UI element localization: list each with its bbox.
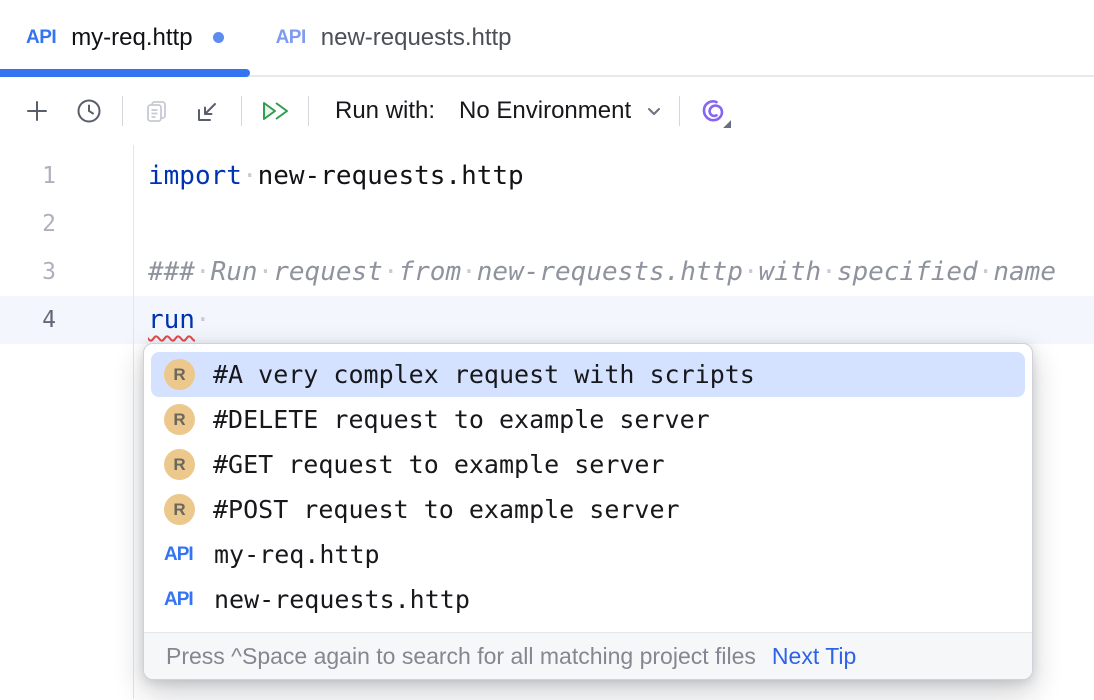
line-number: 2: [42, 211, 56, 237]
api-file-icon: API: [275, 26, 307, 48]
comment-text: with: [758, 257, 822, 287]
import-arrow-icon: [198, 103, 216, 121]
whitespace-dot: ·: [241, 161, 258, 191]
code-text: ###·Run·request·from·new-requests.http·w…: [148, 257, 1056, 287]
gutter-separator: [133, 145, 134, 699]
completion-footer: Press ^Space again to search for all mat…: [144, 632, 1032, 679]
tab-my-req-http[interactable]: API my-req.http: [0, 0, 250, 77]
toolbar-divider: [679, 96, 681, 126]
api-file-icon: API: [164, 543, 194, 565]
completion-item-label: #GET request to example server: [213, 450, 665, 479]
completion-item[interactable]: API my-req.http: [151, 532, 1025, 577]
modified-indicator-icon: [212, 32, 224, 43]
keyword-text: import: [148, 161, 242, 191]
line-number: 4: [42, 307, 56, 333]
completion-item-label: new-requests.http: [214, 585, 470, 614]
tab-title: new-requests.http: [320, 23, 512, 51]
history-button[interactable]: [70, 92, 108, 130]
run-all-requests-button[interactable]: [256, 92, 294, 130]
tab-new-requests-http[interactable]: API new-requests.http: [250, 0, 538, 75]
whitespace-dot: ·: [194, 305, 211, 335]
completion-item-label: #DELETE request to example server: [213, 405, 710, 434]
comment-text: request: [273, 257, 383, 287]
request-badge-icon: R: [164, 449, 195, 480]
code-text: run·: [148, 305, 211, 335]
next-tip-link[interactable]: Next Tip: [771, 642, 857, 669]
run-all-icon: [263, 102, 288, 120]
whitespace-dot: ·: [977, 257, 994, 287]
environment-value: No Environment: [459, 97, 632, 124]
copy-button-disabled[interactable]: [137, 92, 175, 130]
comment-text: Run: [210, 257, 258, 287]
whitespace-dot: ·: [821, 257, 837, 287]
ai-assistant-swirl-icon: [702, 100, 724, 122]
keyword-with-error: run: [148, 305, 195, 335]
request-badge-icon: R: [164, 359, 195, 390]
completion-item-label: #A very complex request with scripts: [213, 360, 755, 389]
environment-dropdown[interactable]: No Environment: [459, 97, 665, 125]
line-number: 1: [42, 163, 56, 189]
comment-text: ###: [148, 257, 195, 287]
comment-text: name: [993, 257, 1056, 287]
import-requests-button[interactable]: [189, 92, 227, 130]
toolbar-divider: [122, 96, 123, 126]
comment-text: from: [398, 257, 462, 287]
completion-item-label: my-req.http: [214, 540, 380, 569]
whitespace-dot: ·: [194, 257, 211, 287]
clock-icon: [77, 99, 101, 123]
code-line[interactable]: 4 run·: [0, 296, 1094, 344]
chevron-down-icon: [648, 108, 661, 115]
whitespace-dot: ·: [382, 257, 399, 287]
api-file-icon: API: [164, 588, 194, 610]
request-badge-icon: R: [164, 494, 195, 525]
completion-item-label: #POST request to example server: [213, 495, 680, 524]
request-badge-icon: R: [164, 404, 195, 435]
api-file-icon: API: [26, 26, 57, 48]
code-line[interactable]: 2: [0, 200, 1094, 248]
completion-item[interactable]: R #A very complex request with scripts: [151, 352, 1025, 397]
http-client-toolbar: Run with: No Environment: [0, 77, 1094, 145]
code-line[interactable]: 1 import·new-requests.http: [0, 152, 1094, 200]
whitespace-dot: ·: [461, 257, 477, 287]
whitespace-dot: ·: [742, 257, 759, 287]
tab-title: my-req.http: [71, 23, 193, 51]
editor-tab-bar: API my-req.http API new-requests.http: [0, 0, 1094, 77]
code-text: import·new-requests.http: [148, 161, 524, 191]
plain-text: new-requests.http: [257, 161, 524, 191]
completion-item[interactable]: R #POST request to example server: [151, 487, 1025, 532]
toolbar-divider: [308, 96, 309, 126]
code-line[interactable]: 3###·Run·request·from·new-requests.http·…: [0, 248, 1094, 296]
completion-item[interactable]: R #DELETE request to example server: [151, 397, 1025, 442]
whitespace-dot: ·: [257, 257, 274, 287]
comment-text: specified: [836, 257, 978, 287]
line-number: 3: [42, 259, 56, 285]
add-request-button[interactable]: [18, 92, 56, 130]
run-with-label: Run with:: [335, 97, 436, 124]
dropdown-corner-icon: [723, 120, 732, 128]
toolbar-divider: [241, 96, 242, 126]
ai-assistant-button[interactable]: [694, 92, 732, 130]
copy-icon: [146, 100, 166, 122]
completion-item[interactable]: R #GET request to example server: [151, 442, 1025, 487]
completion-item[interactable]: API new-requests.http: [151, 577, 1025, 622]
comment-text: new-requests.http: [476, 257, 743, 287]
plus-icon: [27, 101, 47, 121]
completion-hint-text: Press ^Space again to search for all mat…: [166, 642, 756, 669]
